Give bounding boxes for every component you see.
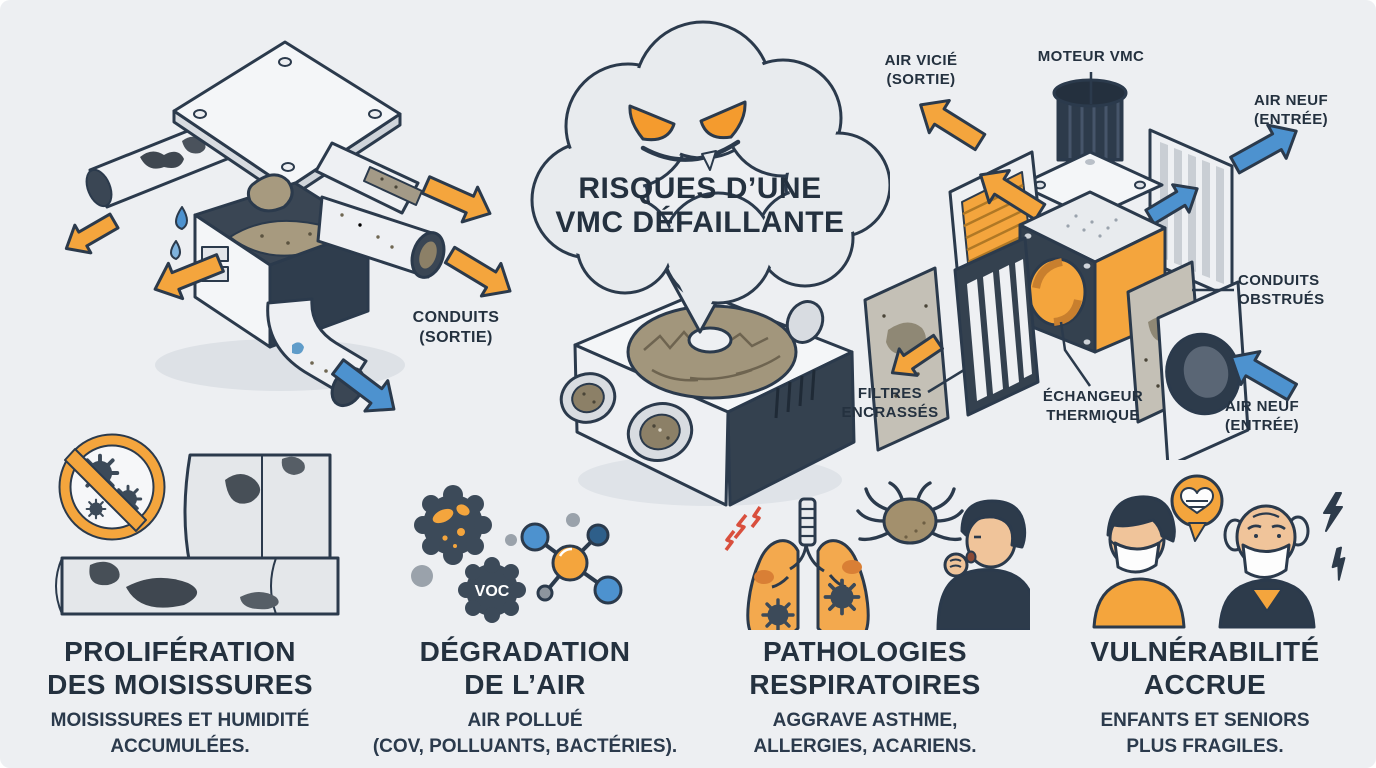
section-moisissures: PROLIFÉRATION DES MOISISSURES MOISISSURE… xyxy=(15,635,345,760)
filtres-leader-line xyxy=(927,368,965,394)
clean-grille-right xyxy=(1148,128,1234,300)
mold-duct-icon xyxy=(55,433,340,616)
filtres-encrasses-label: FILTRES ENCRASSÉS xyxy=(841,385,939,421)
title-line-2: VMC DÉFAILLANTE xyxy=(555,206,845,239)
water-drips xyxy=(170,206,188,260)
section-degradation-air: DÉGRADATION DE L’AIR AIR POLLUÉ (COV, PO… xyxy=(355,635,695,760)
dirty-duct-top-right xyxy=(314,141,423,215)
section-title: PROLIFÉRATION DES MOISISSURES xyxy=(47,636,313,700)
echangeur-thermique-label: ÉCHANGEUR THERMIQUE xyxy=(1042,388,1144,424)
bacteria-blob xyxy=(414,485,492,565)
section-subtitle: MOISISSURES ET HUMIDITÉ ACCUMULÉES. xyxy=(50,710,310,757)
exhaust-arrow-top-left xyxy=(909,87,992,160)
senior-with-mask xyxy=(1218,504,1316,629)
dusty-fan xyxy=(626,304,798,400)
echangeur-leader-line xyxy=(1059,321,1092,387)
elbow-pipe xyxy=(183,453,332,567)
evil-mouth xyxy=(640,139,741,171)
dirty-duct-mid-right xyxy=(316,195,446,279)
dirty-fan-box-illustration xyxy=(559,290,856,507)
side-stub-port xyxy=(785,300,825,344)
section-pathologies: PATHOLOGIES RESPIRATOIRES AGGRAVE ASTHME… xyxy=(695,635,1035,760)
dust-mite-icon xyxy=(856,481,964,545)
duct-panel-round-hole xyxy=(1156,280,1250,460)
voc-badge: VOC xyxy=(458,557,526,623)
cloud-fill xyxy=(535,25,887,326)
vmc-motor xyxy=(1018,78,1164,220)
coughing-man xyxy=(936,499,1030,630)
vent-slots xyxy=(774,369,816,419)
respiratory-icon xyxy=(724,481,1030,630)
fan-box-right-face xyxy=(726,350,856,507)
section-subtitle: AIR POLLUÉ (COV, POLLUANTS, BACTÉRIES). xyxy=(372,710,678,757)
lungs xyxy=(746,497,870,630)
molecule xyxy=(520,522,623,605)
conduits-obstrues-label: CONDUITS OBSTRUÉS xyxy=(1238,272,1325,308)
horizontal-pipe xyxy=(55,556,340,616)
air-neuf-bottom-label: AIR NEUF (ENTRÉE) xyxy=(1224,398,1300,434)
exhaust-arrow-left-1 xyxy=(56,205,124,264)
section-subtitle: ENFANTS ET SENIORS PLUS FRAGILES. xyxy=(1100,710,1310,757)
health-speech-bubble xyxy=(1170,474,1224,542)
dirty-duct-box-illustration xyxy=(56,40,520,426)
exhaust-arrow-right-2 xyxy=(438,237,520,309)
dust-dots xyxy=(411,513,580,587)
evil-cloud xyxy=(530,20,890,334)
child-with-mask xyxy=(1092,495,1186,629)
section-vulnerabilite: VULNÉRABILITÉ ACCRUE ENFANTS ET SENIORS … xyxy=(1040,635,1370,760)
no-mold-sign xyxy=(58,433,166,541)
section-subtitle: AGGRAVE ASTHME, ALLERGIES, ACARIENS. xyxy=(753,710,977,757)
air-vicie-label: AIR VICIÉ (SORTIE) xyxy=(884,52,958,88)
exhaust-arrow-right-1 xyxy=(416,166,500,233)
irritation-sparks xyxy=(724,506,762,552)
stress-lightning-bolts xyxy=(1323,492,1346,581)
voc-text: VOC xyxy=(475,583,510,600)
section-title: PATHOLOGIES RESPIRATOIRES xyxy=(749,636,981,700)
vulnerable-people-icon xyxy=(1092,474,1346,629)
section-title: DÉGRADATION DE L’AIR xyxy=(419,636,631,700)
dirty-port-2 xyxy=(626,402,694,462)
infographic-title: RISQUES D’UNE VMC DÉFAILLANTE xyxy=(530,172,870,240)
title-line-1: RISQUES D’UNE xyxy=(578,172,822,205)
section-title: VULNÉRABILITÉ ACCRUE xyxy=(1090,636,1320,700)
filter-panel-slats xyxy=(953,236,1040,417)
air-pollution-icon: VOC xyxy=(411,485,623,623)
vmc-exploded-diagram xyxy=(863,72,1307,460)
dirty-port-1 xyxy=(559,372,617,424)
conduits-sortie-label: CONDUITS (SORTIE) xyxy=(412,309,500,346)
evil-eyes xyxy=(628,100,747,142)
moteur-vmc-label: MOTEUR VMC xyxy=(1037,48,1145,65)
air-neuf-top-label: AIR NEUF (ENTRÉE) xyxy=(1253,92,1329,128)
